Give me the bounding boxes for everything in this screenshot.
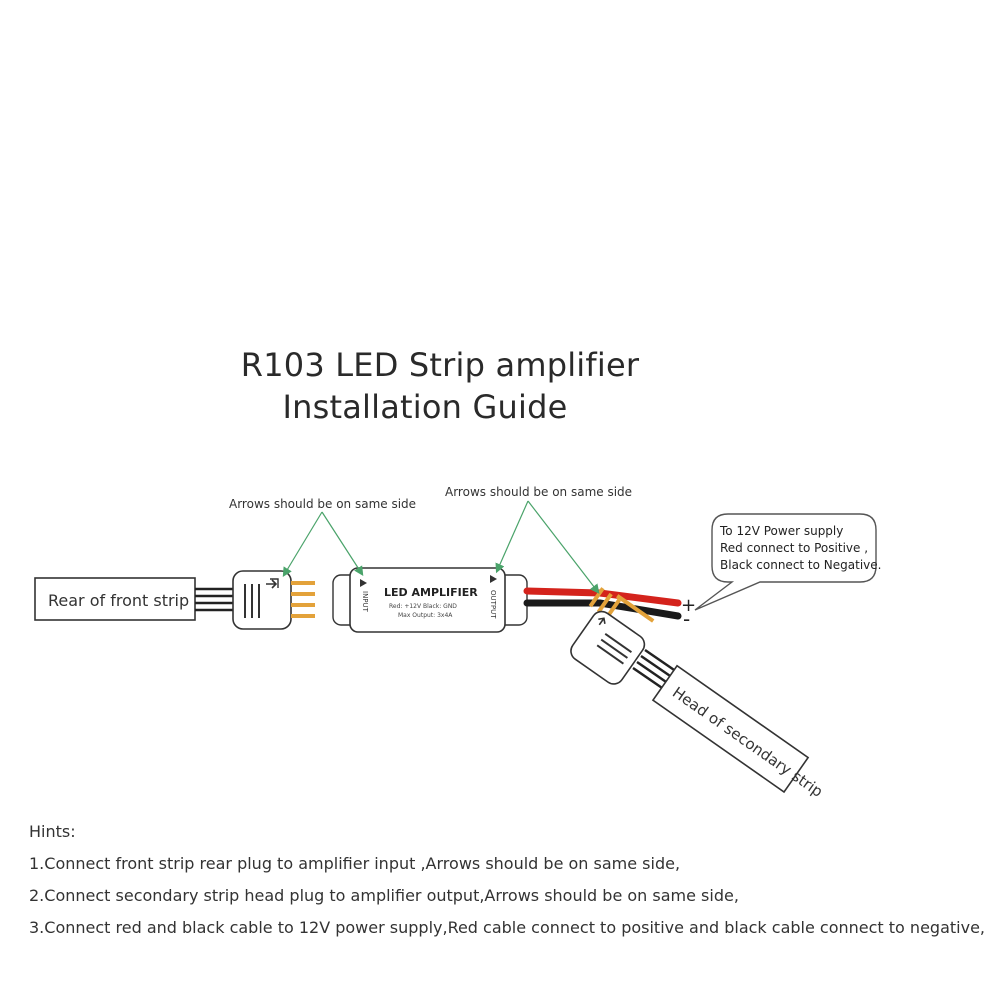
black-wire [523,599,682,620]
arrows-note-right: Arrows should be on same side [445,485,632,499]
diagram-subtitle: Installation Guide [282,388,568,426]
input-arrow-icon [360,579,367,587]
secondary-strip: Head of secondary strip [651,664,826,800]
hints-heading: Hints: [29,822,76,841]
front-strip-plug [232,570,315,630]
secondary-strip-label: Head of secondary strip [669,683,826,800]
amplifier-name: LED AMPLIFIER [384,586,478,599]
diagram-title: R103 LED Strip amplifier [240,346,640,384]
hint-item: 3.Connect red and black cable to 12V pow… [29,918,985,937]
hints-section: Hints: 1.Connect front strip rear plug t… [29,820,994,948]
power-callout: To 12V Power supply Red connect to Posit… [694,513,881,611]
front-strip-label: Rear of front strip [48,591,189,610]
wiring-diagram: Rear of front strip LED AMPLIFIER Red: +… [34,485,881,800]
callout-line-2: Red connect to Positive , [720,541,868,555]
secondary-strip-plug [570,587,655,685]
callout-line-1: To 12V Power supply [719,524,843,538]
hint-item: 2.Connect secondary strip head plug to a… [29,886,739,905]
positive-sign: + [681,595,696,616]
negative-sign: - [683,607,690,631]
secondary-plug-arrow-icon [598,617,606,626]
front-strip: Rear of front strip [34,577,196,621]
plug-arrow-icon [270,578,279,588]
front-strip-wires [195,587,235,612]
amplifier-max-output: Max Output: 3x4A [398,612,453,619]
amplifier-input-label: INPUT [361,591,369,613]
output-arrow-icon [490,575,497,583]
amplifier-spec: Red: +12V Black: GND [389,603,457,610]
amplifier-output-label: OUTPUT [489,590,497,619]
secondary-strip-body [651,664,810,794]
hint-item: 1.Connect front strip rear plug to ampli… [29,854,681,873]
arrows-note-left: Arrows should be on same side [229,497,416,511]
arrow-pointers [282,500,600,594]
led-amplifier: LED AMPLIFIER Red: +12V Black: GND Max O… [332,567,528,633]
front-strip-body [34,577,196,621]
callout-line-3: Black connect to Negative. [720,558,881,572]
